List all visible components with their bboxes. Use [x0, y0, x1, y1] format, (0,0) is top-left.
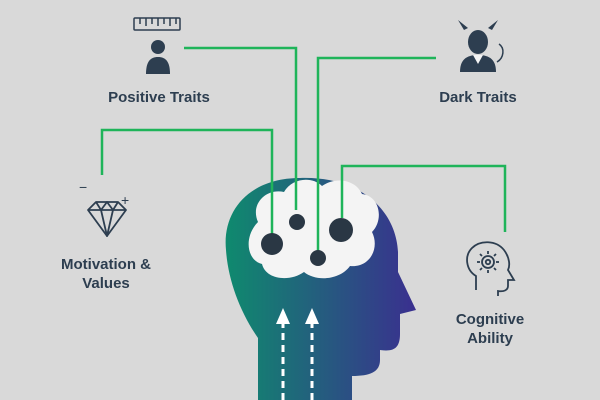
label-motivation-line1: Motivation &: [61, 256, 151, 273]
diamond-icon: [87, 201, 127, 237]
connector-cognitive-ability: [340, 164, 507, 232]
label-motivation-line2: Values: [82, 275, 130, 292]
head-gear-icon: [466, 241, 516, 296]
upward-arrows: [276, 308, 319, 400]
brain-nodes: [261, 214, 353, 266]
arrow-head-left: [276, 308, 290, 324]
label-motivation-values: Motivation & Values: [46, 255, 166, 293]
connector-positive-traits: [184, 46, 298, 210]
devil-businessman-icon: [458, 20, 504, 72]
label-cognitive-line1: Cognitive: [455, 311, 525, 328]
connector-lines: [100, 46, 507, 255]
arrow-head-right: [305, 308, 319, 324]
brain-node-right: [329, 218, 353, 242]
label-positive-traits: Positive Traits: [108, 89, 210, 106]
label-dark-traits: Dark Traits: [439, 89, 517, 106]
brain-node-top: [289, 214, 305, 230]
motivation-minus-sign: −: [79, 179, 88, 195]
motivation-plus-sign: +: [121, 192, 130, 208]
ruler-icon: [133, 17, 181, 31]
label-cognitive-line2: Ability: [467, 330, 513, 347]
connector-dark-traits: [316, 56, 436, 255]
person-icon: [146, 40, 170, 74]
brain-node-left: [261, 233, 283, 255]
connector-motivation-values: [100, 128, 274, 238]
brain-node-bottom: [310, 250, 326, 266]
brain-shape: [248, 179, 379, 279]
label-cognitive-ability: Cognitive Ability: [440, 310, 540, 348]
